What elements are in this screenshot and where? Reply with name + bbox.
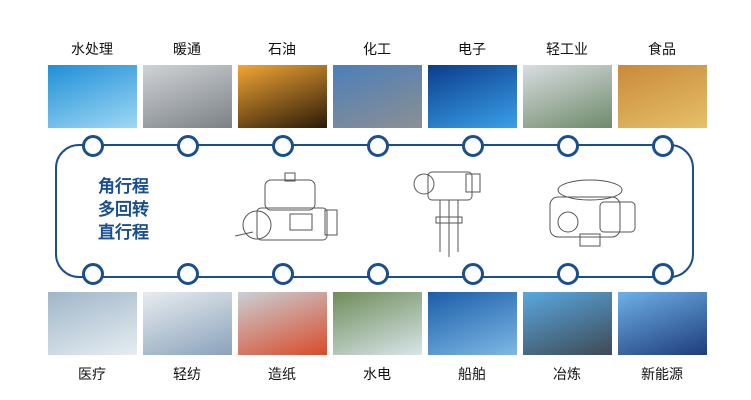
industry-image	[618, 65, 707, 128]
industry-label: 水处理	[71, 42, 113, 58]
industry-image	[523, 292, 612, 355]
industry-label: 船舶	[458, 367, 486, 383]
connector-ring	[367, 263, 389, 285]
industry-label: 轻纺	[173, 367, 201, 383]
connector-ring	[462, 263, 484, 285]
industry-image	[143, 65, 232, 128]
industry-label: 冶炼	[553, 367, 581, 383]
connector-ring	[177, 135, 199, 157]
industry-label: 食品	[648, 42, 676, 58]
industry-image	[428, 65, 517, 128]
industry-label: 新能源	[641, 367, 683, 383]
connector-ring	[557, 135, 579, 157]
industry-image	[238, 65, 327, 128]
industry-image	[618, 292, 707, 355]
industry-label: 轻工业	[546, 42, 588, 58]
industry-image	[523, 65, 612, 128]
industry-image	[48, 292, 137, 355]
industry-image	[143, 292, 232, 355]
type-multi-turn: 多回转	[98, 200, 149, 220]
industry-label: 化工	[363, 42, 391, 58]
industry-label: 造纸	[268, 367, 296, 383]
actuator-type-list: 角行程 多回转 直行程	[98, 176, 149, 245]
connector-ring	[82, 135, 104, 157]
connector-ring	[177, 263, 199, 285]
connector-ring	[557, 263, 579, 285]
connector-ring	[462, 135, 484, 157]
industry-label: 暖通	[173, 42, 201, 58]
connector-ring	[652, 263, 674, 285]
industry-image	[238, 292, 327, 355]
industry-image	[333, 65, 422, 128]
connector-ring	[272, 135, 294, 157]
industry-image	[428, 292, 517, 355]
industry-label: 电子	[458, 42, 486, 58]
type-linear: 直行程	[98, 223, 149, 243]
type-angular: 角行程	[98, 177, 149, 197]
quarter-turn-actuator-drawing	[235, 172, 338, 241]
connector-ring	[272, 263, 294, 285]
linear-actuator-drawing	[413, 171, 481, 257]
connector-ring	[82, 263, 104, 285]
industry-label: 医疗	[78, 367, 106, 383]
industry-image	[48, 65, 137, 128]
connector-ring	[367, 135, 389, 157]
industry-image	[333, 292, 422, 355]
industry-label: 石油	[268, 42, 296, 58]
connector-ring	[652, 135, 674, 157]
multi-turn-actuator-drawing	[549, 179, 636, 247]
industry-label: 水电	[363, 367, 391, 383]
